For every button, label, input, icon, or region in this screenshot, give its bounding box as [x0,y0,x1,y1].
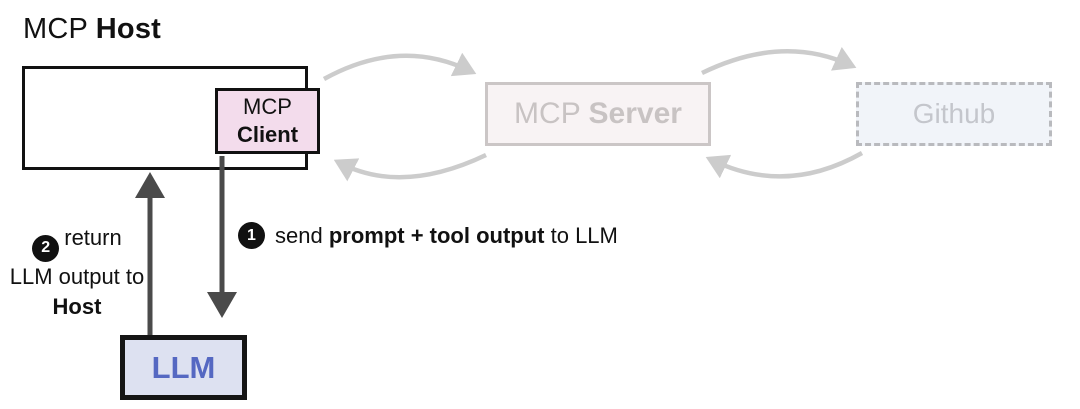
mcp-client-label-line2: Client [236,122,299,147]
diagram-title: MCP Host [23,13,161,46]
title-bold: Host [95,13,162,45]
cycle-arrow-github-to-server [705,151,864,179]
step2-line3-text: Host [52,293,102,319]
step2-line2-text: LLM output to [9,263,145,289]
step1-label: 1 send prompt + tool output to LLM [238,222,618,249]
step1-text: send prompt + tool output to LLM [275,223,618,249]
step1-text-bold: prompt + tool output [328,222,545,248]
mcp-server-label-bold: Server [588,97,682,130]
cycle-arrow-server-to-client [333,152,487,182]
step1-text-post: to LLM [544,222,618,248]
github-box: Github [856,82,1052,146]
title-regular: MCP [23,13,96,45]
mcp-client-label-line1: MCP [243,94,292,119]
step1-number-badge: 1 [238,222,265,249]
step2-line1-text: return [64,225,122,250]
mcp-server-box: MCP Server [485,82,711,146]
llm-box: LLM [120,335,247,400]
github-label: Github [912,98,996,129]
step2-number-badge: 2 [32,234,60,262]
mcp-client-box: MCP Client [215,88,320,154]
llm-label: LLM [151,349,216,385]
cycle-arrow-server-to-github [701,46,857,76]
cycle-arrow-client-to-server [322,52,477,81]
mcp-server-label-regular: MCP [514,97,589,130]
step1-text-pre: send [275,222,329,248]
